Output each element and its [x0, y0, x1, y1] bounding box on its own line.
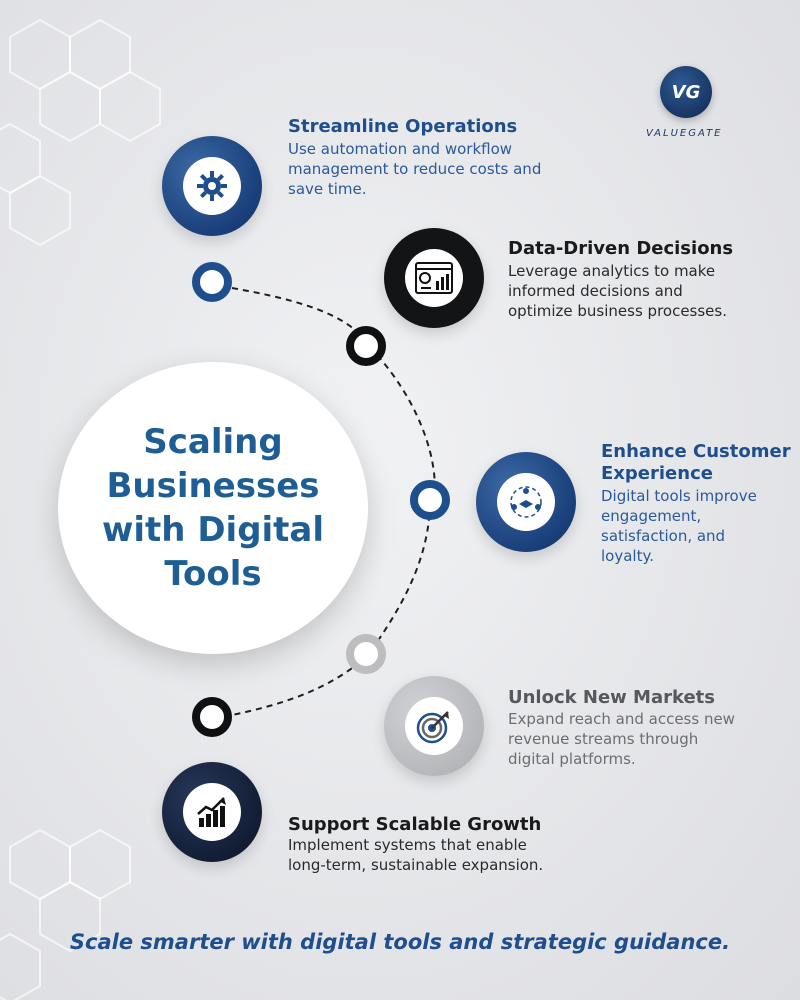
connector-dot-2: [346, 326, 386, 366]
gear-icon: [197, 171, 227, 201]
connector-dot-3: [410, 480, 450, 520]
customer-handshake-icon: [510, 486, 542, 518]
target-arrow-icon: [416, 711, 449, 744]
streamline-operations-title: Streamline Operations: [288, 116, 518, 137]
growth-chart-icon: [197, 797, 226, 827]
footer-tagline: Scale smarter with digital tools and str…: [69, 930, 731, 954]
data-driven-decisions-badge: [384, 228, 484, 328]
connector-dot-1: [192, 262, 232, 302]
enhance-customer-experience-title: Enhance Customer Experience: [601, 441, 791, 484]
unlock-new-markets-desc: Expand reach and access new revenue stre…: [508, 710, 735, 768]
enhance-customer-experience-desc: Digital tools improve engagement, satisf…: [601, 487, 757, 565]
unlock-new-markets-title: Unlock New Markets: [508, 687, 715, 708]
data-driven-decisions-title: Data-Driven Decisions: [508, 238, 734, 259]
unlock-new-markets-badge: [384, 676, 484, 776]
connector-dot-4: [346, 634, 386, 674]
center-title: Scaling Businesses with Digital Tools: [101, 422, 325, 594]
analytics-dashboard-icon: [415, 262, 453, 294]
data-driven-decisions-desc: Leverage analytics to make informed deci…: [508, 262, 727, 320]
logo-monogram: VG: [671, 81, 701, 103]
valuegate-logo-icon: VG: [660, 66, 712, 118]
support-scalable-growth-title: Support Scalable Growth: [288, 814, 542, 835]
connector-dot-5: [192, 697, 232, 737]
center-circle: Scaling Businesses with Digital Tools: [58, 362, 368, 654]
support-scalable-growth-badge: [162, 762, 262, 862]
support-scalable-growth-desc: Implement systems that enable long-term,…: [288, 836, 544, 874]
logo-text: VALUEGATE: [646, 128, 723, 139]
enhance-customer-experience-badge: [476, 452, 576, 552]
streamline-operations-badge: [162, 136, 262, 236]
streamline-operations-desc: Use automation and workflow management t…: [288, 140, 542, 198]
